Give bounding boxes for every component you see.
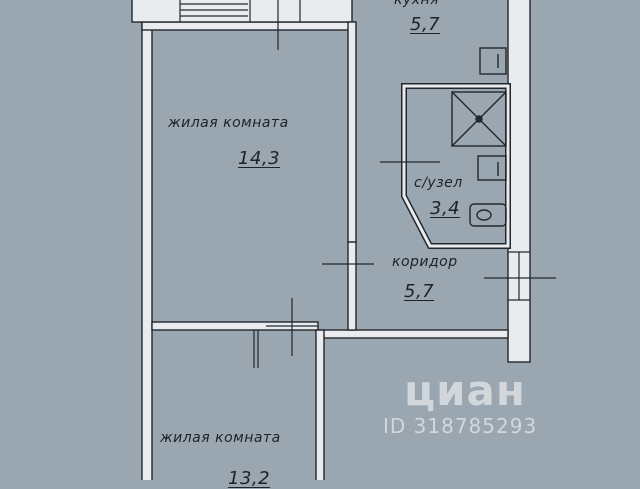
wall-living-room-2-right bbox=[315, 329, 325, 480]
sink-icon bbox=[477, 155, 507, 181]
living-room-1-label: жилая комната bbox=[168, 115, 289, 131]
exterior-wall-right bbox=[507, 0, 531, 363]
wall-corridor-left bbox=[347, 241, 357, 331]
watermark-logo: циан bbox=[404, 366, 526, 415]
bathroom-wall bbox=[401, 83, 511, 249]
balcony-block bbox=[131, 0, 353, 23]
kitchen-sink-icon bbox=[479, 47, 507, 75]
bathroom-area: 3,4 bbox=[430, 198, 461, 219]
exterior-wall-left bbox=[141, 21, 153, 480]
toilet-icon bbox=[469, 203, 507, 227]
shower-tray-icon bbox=[451, 91, 507, 147]
wall-corridor-bottom bbox=[317, 329, 509, 339]
kitchen-label: кухня bbox=[394, 0, 440, 8]
kitchen-area: 5,7 bbox=[410, 14, 441, 35]
living-room-1-area: 14,3 bbox=[238, 148, 281, 169]
living-room-2-label: жилая комната bbox=[160, 430, 281, 446]
wall-living-kitchen bbox=[347, 21, 357, 243]
watermark-id: ID 318785293 bbox=[383, 414, 538, 438]
corridor-area: 5,7 bbox=[404, 281, 435, 302]
living-room-2-area: 13,2 bbox=[228, 468, 271, 489]
bathroom-label: с/узел bbox=[414, 175, 463, 191]
wall-top-living-room bbox=[141, 21, 355, 31]
corridor-label: коридор bbox=[392, 254, 458, 270]
